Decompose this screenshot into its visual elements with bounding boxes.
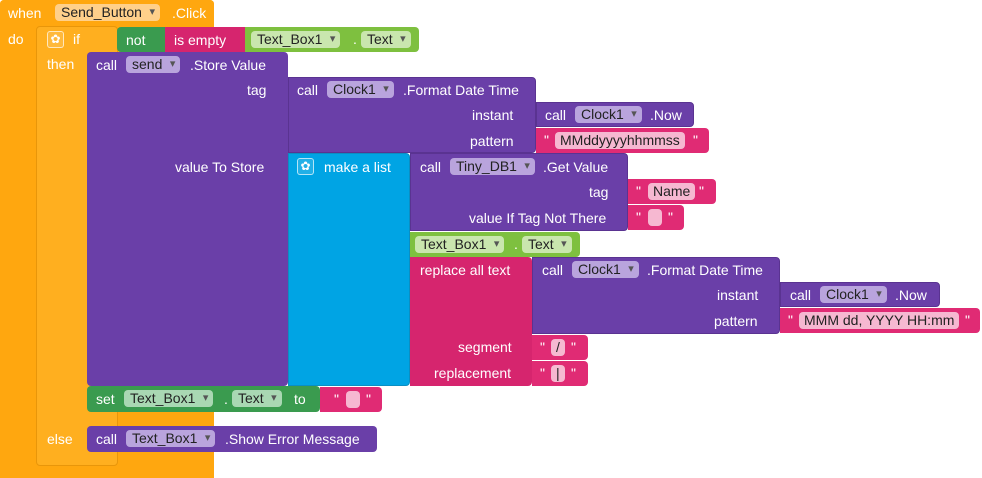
segment-label: segment [458,339,512,355]
set-value-open-quote: " [334,391,339,407]
tinydb-tag-open-quote: " [636,183,641,199]
clock-now-1-component-dropdown[interactable]: Clock1 [575,106,642,123]
segment-value-field[interactable]: / [551,339,565,356]
set-value-close-quote: " [366,391,371,407]
tinydb-default-value-field[interactable] [648,209,662,226]
condition-property-dropdown[interactable]: Text [361,31,411,48]
make-a-list-block[interactable] [288,153,410,386]
pattern-2-value-field[interactable]: MMM dd, YYYY HH:mm [799,312,960,329]
is-empty-label: is empty [174,32,227,48]
tinydb-tag-close-quote: " [699,183,704,199]
list-item-dot: . [514,236,518,252]
make-list-mutator-gear-icon[interactable]: ✿ [297,158,314,175]
if-label: if [73,31,80,47]
format-date-2-instant-label: instant [717,287,759,303]
segment-open-quote: " [540,339,545,355]
replacement-close-quote: " [571,365,576,381]
replacement-open-quote: " [540,365,545,381]
format-date-2-method-label: .Format Date Time [647,262,763,278]
store-value-component-dropdown[interactable]: send [126,56,181,73]
pattern-1-open-quote: " [544,132,549,148]
set-component-dropdown[interactable]: Text_Box1 [124,390,214,407]
tinydb-component-dropdown[interactable]: Tiny_DB1 [450,158,535,175]
format-date-1-call-label: call [297,82,319,98]
replace-all-text-block[interactable] [410,257,532,386]
when-label: when [8,5,42,21]
tinydb-default-open-quote: " [636,209,641,225]
pattern-1-value-field[interactable]: MMddyyyyhhmmss [555,132,685,149]
set-to-label: to [294,391,306,407]
not-label: not [126,32,146,48]
list-item-component-dropdown[interactable]: Text_Box1 [415,236,505,253]
clock-now-2-call-label: call [790,287,812,303]
replace-all-label: replace all text [420,262,511,278]
pattern-2-close-quote: " [965,312,970,328]
set-dot: . [224,391,228,407]
replacement-value-field[interactable]: | [551,365,565,382]
tinydb-default-close-quote: " [668,209,673,225]
clock-now-1-method-label: .Now [650,107,682,123]
error-method-label: .Show Error Message [225,431,360,447]
error-component-dropdown[interactable]: Text_Box1 [126,430,216,447]
event-name-label: .Click [172,5,207,21]
store-value-value-label: value To Store [175,159,265,175]
then-label: then [47,56,75,72]
pattern-1-close-quote: " [693,132,698,148]
segment-close-quote: " [571,339,576,355]
condition-dot: . [353,31,357,47]
tinydb-tag-label: tag [589,184,609,200]
not-block[interactable] [117,27,165,52]
pattern-2-open-quote: " [788,312,793,328]
format-date-1-instant-label: instant [472,107,514,123]
is-empty-block[interactable] [165,27,245,52]
error-call-label: call [96,431,118,447]
clock-now-1-call-label: call [545,107,567,123]
clock-now-2-method-label: .Now [895,287,927,303]
set-value-field[interactable] [346,391,360,408]
store-value-block[interactable] [87,52,288,386]
list-item-property-dropdown[interactable]: Text [522,236,572,253]
do-label: do [8,31,24,47]
format-date-1-method-label: .Format Date Time [403,82,519,98]
store-value-call-label: call [96,57,118,73]
tinydb-value-if-label: value If Tag Not There [469,210,607,226]
event-component-dropdown[interactable]: Send_Button [55,4,160,21]
else-label: else [47,431,73,447]
store-value-tag-label: tag [247,82,267,98]
condition-component-dropdown[interactable]: Text_Box1 [251,31,341,48]
replacement-label: replacement [434,365,512,381]
format-date-2-call-label: call [542,262,564,278]
format-date-2-component-dropdown[interactable]: Clock1 [572,261,639,278]
format-date-1-pattern-label: pattern [470,133,514,149]
tinydb-method-label: .Get Value [543,159,609,175]
if-mutator-gear-icon[interactable]: ✿ [47,31,64,48]
set-property-dropdown[interactable]: Text [232,390,282,407]
format-date-1-component-dropdown[interactable]: Clock1 [327,81,394,98]
make-a-list-label: make a list [324,159,391,175]
tinydb-tag-value-field[interactable]: Name [648,183,696,200]
set-label: set [96,391,115,407]
format-date-2-pattern-label: pattern [714,313,758,329]
clock-now-2-component-dropdown[interactable]: Clock1 [820,286,887,303]
tinydb-call-label: call [420,159,442,175]
store-value-method-label: .Store Value [190,57,267,73]
